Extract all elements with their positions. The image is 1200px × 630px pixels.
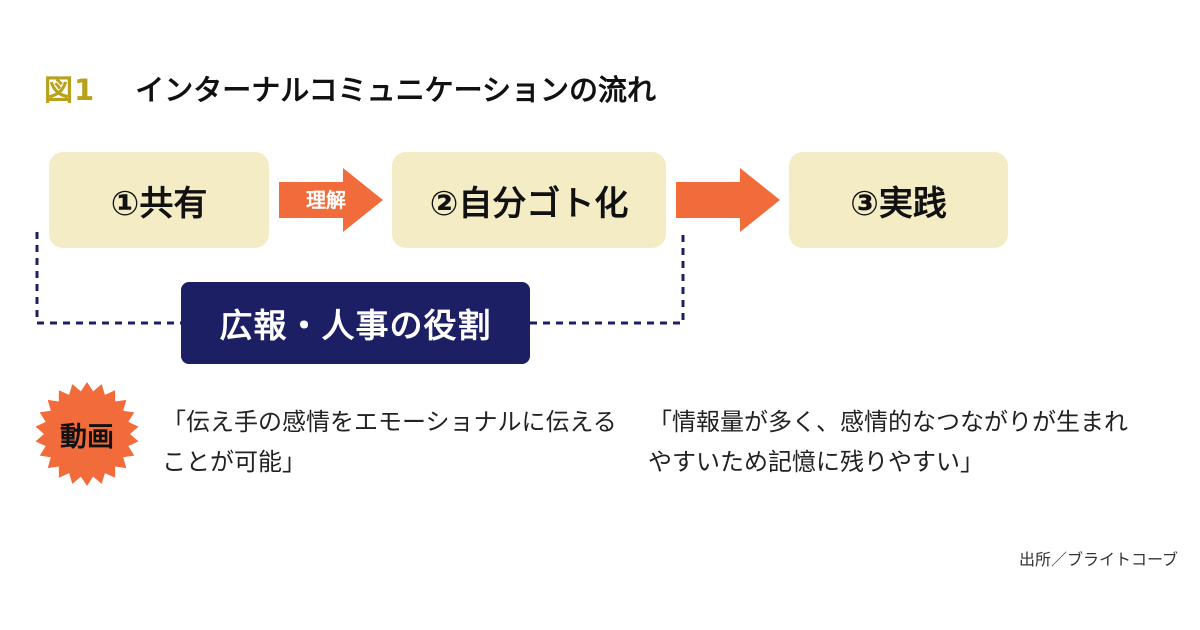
video-badge: 動画 bbox=[60, 421, 114, 453]
role-box: 広報・人事の役割 bbox=[181, 282, 530, 364]
arrow-right-icon bbox=[676, 168, 780, 232]
starburst-icon bbox=[35, 382, 139, 486]
figure-label: 図1 bbox=[44, 73, 96, 107]
flow-step-ownership: ②自分ゴト化 bbox=[392, 152, 666, 248]
figure-header: 図1 インターナルコミュニケーションの流れ bbox=[44, 68, 656, 108]
flow-step-share: ①共有 bbox=[49, 152, 269, 248]
video-quote-1: 「伝え手の感情をエモーショナルに伝えることが可能」 bbox=[162, 408, 617, 476]
figure-title: インターナルコミュニケーションの流れ bbox=[135, 73, 657, 107]
video-quote-2: 「情報量が多く、感情的なつながりが生まれやすいため記憶に残りやすい」 bbox=[648, 408, 1128, 476]
flow-step-practice: ③実践 bbox=[789, 152, 1008, 248]
arrow-right-icon bbox=[279, 168, 383, 232]
arrow-label-understanding: 理解 bbox=[306, 188, 346, 212]
source-credit: 出所／ブライトコーブ bbox=[1018, 550, 1178, 569]
